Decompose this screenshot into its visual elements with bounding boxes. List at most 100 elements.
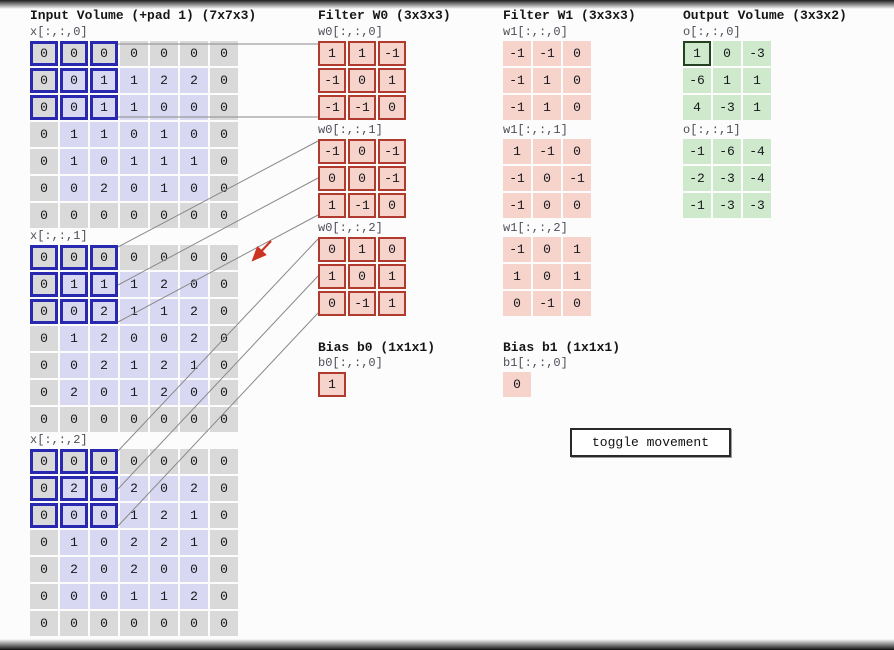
grid-cell: 1 (713, 68, 741, 93)
grid-cell: 2 (90, 176, 118, 201)
grid-cell: -1 (503, 237, 531, 262)
grid-cell: 0 (180, 122, 208, 147)
grid-cell: 0 (90, 611, 118, 636)
grid-cell: 0 (348, 166, 376, 191)
grid-cell: 1 (120, 380, 148, 405)
grid-cell: 1 (180, 353, 208, 378)
grid-cell: 1 (378, 68, 406, 93)
grid-cell: 0 (120, 176, 148, 201)
grid-cell: -1 (503, 68, 531, 93)
grid-cell: 0 (150, 557, 178, 582)
grid-cell: -1 (683, 139, 711, 164)
grid-cell: 1 (150, 122, 178, 147)
grid-cell: 0 (180, 95, 208, 120)
grid-cell: 0 (90, 41, 118, 66)
grid-cell: 0 (120, 449, 148, 474)
grid-cell: 0 (60, 245, 88, 270)
grid-cell: 0 (378, 237, 406, 262)
grid-cell: 0 (210, 41, 238, 66)
grid-cell: 0 (90, 557, 118, 582)
label-b1: b1[:,:,0] (503, 356, 568, 370)
grid-cell: 2 (150, 68, 178, 93)
grid-cell: 0 (150, 611, 178, 636)
grid-cell: 0 (60, 611, 88, 636)
grid-cell: -1 (318, 68, 346, 93)
grid-cell: 1 (533, 95, 561, 120)
grid-cell: 1 (318, 264, 346, 289)
grid-cell: -6 (713, 139, 741, 164)
bias-b0-slice: b0[:,:,0] 1 (318, 356, 383, 397)
grid-cell: 0 (60, 68, 88, 93)
output-slice-1: o[:,:,1] -1-6-4-2-3-4-1-3-3 (683, 123, 771, 218)
grid-cell: 1 (180, 149, 208, 174)
grid-cell: 0 (30, 380, 58, 405)
grid-cell: -1 (533, 139, 561, 164)
grid-cell: 0 (90, 449, 118, 474)
grid-cell: 0 (150, 41, 178, 66)
grid-cell: 2 (180, 68, 208, 93)
grid-cell: 2 (90, 299, 118, 324)
grid-cell: 2 (120, 530, 148, 555)
filter-w0-section: Filter W0 (3x3x3) (318, 8, 451, 23)
grid-cell: -1 (348, 193, 376, 218)
bias-b0-title: Bias b0 (1x1x1) (318, 340, 436, 355)
grid-cell: 0 (563, 41, 591, 66)
grid-cell: 0 (120, 203, 148, 228)
grid-cell: 0 (210, 245, 238, 270)
grid-cell: -1 (533, 41, 561, 66)
grid-cell: 2 (60, 557, 88, 582)
grid-cell: 1 (150, 584, 178, 609)
grid-cell: 0 (30, 611, 58, 636)
grid-cell: 0 (210, 326, 238, 351)
input-volume-title: Input Volume (+pad 1) (7x7x3) (30, 8, 257, 23)
grid-cell: 1 (533, 68, 561, 93)
grid-cell: 1 (120, 503, 148, 528)
grid-cell: 1 (120, 584, 148, 609)
grid-cell: 0 (533, 264, 561, 289)
grid-cell: 1 (318, 193, 346, 218)
grid-cell: 1 (90, 95, 118, 120)
grid-cell: 0 (30, 353, 58, 378)
grid-cell: -1 (348, 291, 376, 316)
grid-cell: 1 (150, 149, 178, 174)
toggle-movement-button[interactable]: toggle movement (570, 428, 732, 457)
grid-cell: 0 (30, 149, 58, 174)
video-bottom-band (0, 639, 894, 650)
grid-cell: 1 (120, 68, 148, 93)
grid-cell: 0 (120, 245, 148, 270)
grid-cell: 0 (348, 139, 376, 164)
video-top-band (0, 0, 894, 9)
grid-cell: 1 (318, 41, 346, 66)
annotation-arrow (251, 240, 272, 262)
filter-w1-title: Filter W1 (3x3x3) (503, 8, 636, 23)
grid-cell: 0 (90, 476, 118, 501)
grid-cell: 0 (180, 407, 208, 432)
grid-cell: 1 (90, 122, 118, 147)
label-x-slice-2: x[:,:,2] (30, 433, 88, 447)
grid-cell: 1 (378, 264, 406, 289)
grid-cell: -3 (713, 193, 741, 218)
grid-cell: 0 (90, 245, 118, 270)
grid-cell: -1 (378, 166, 406, 191)
grid-cell: -6 (683, 68, 711, 93)
label-w0-slice-0: w0[:,:,0] (318, 25, 383, 39)
bias-b1-section: Bias b1 (1x1x1) (503, 340, 620, 355)
grid-cell: 1 (563, 264, 591, 289)
label-w1-slice-1: w1[:,:,1] (503, 123, 568, 137)
grid-cell: 2 (180, 584, 208, 609)
grid-cell: 2 (120, 476, 148, 501)
grid-cell: 0 (150, 203, 178, 228)
grid-cell: -1 (683, 193, 711, 218)
grid-cell: 1 (120, 353, 148, 378)
label-w0-slice-1: w0[:,:,1] (318, 123, 383, 137)
grid-cell: 0 (30, 41, 58, 66)
grid-cell: 0 (90, 380, 118, 405)
label-o-slice-0: o[:,:,0] (683, 25, 741, 39)
grid-cell: -2 (683, 166, 711, 191)
